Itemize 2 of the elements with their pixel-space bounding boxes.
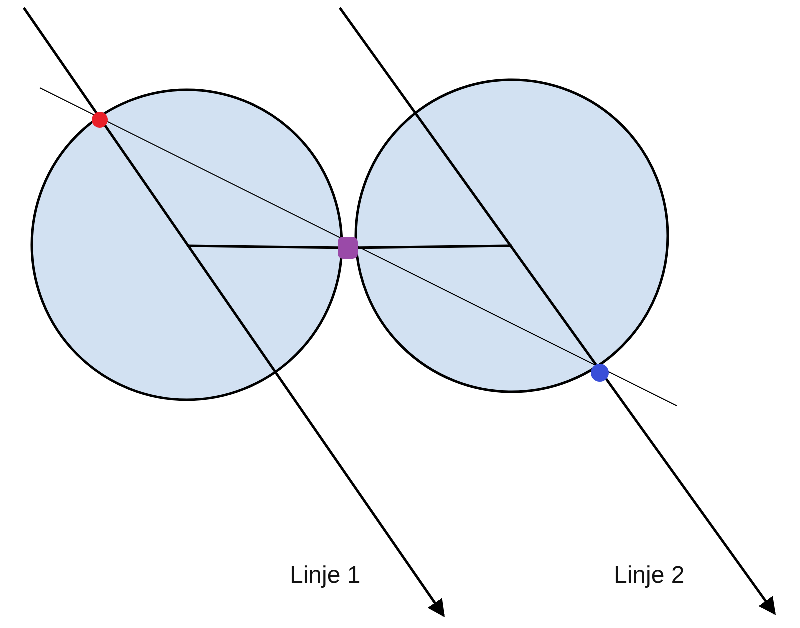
line-label: Linje 2: [614, 562, 685, 590]
line-label: Linje 1: [290, 562, 361, 590]
